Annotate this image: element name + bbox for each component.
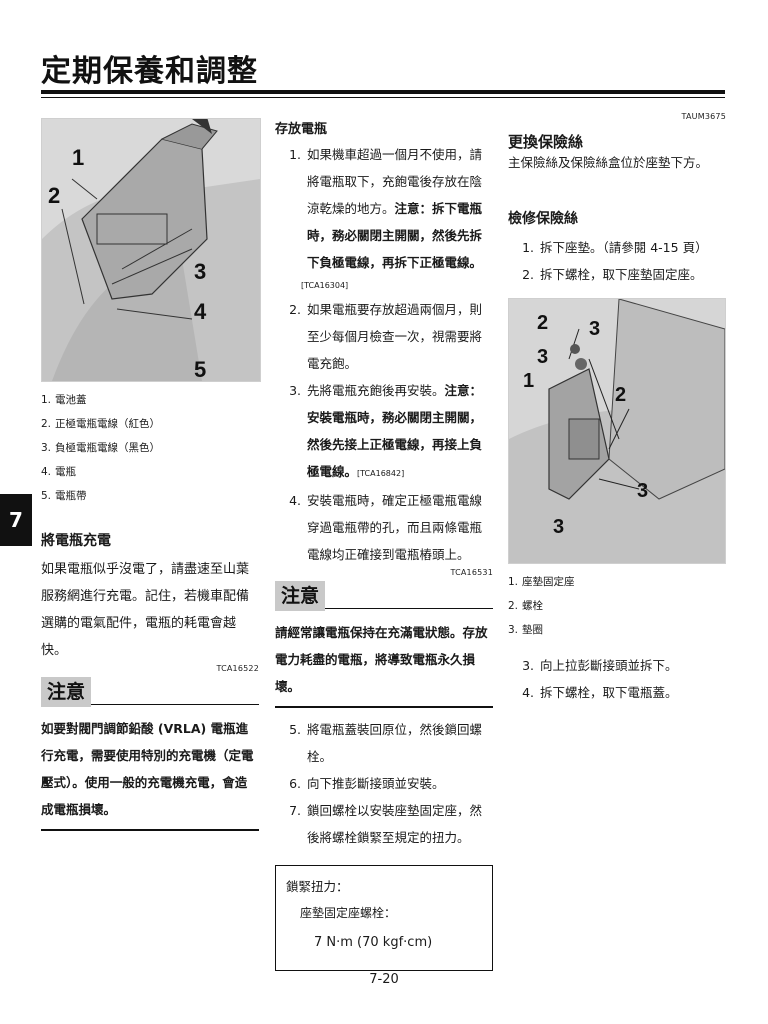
step-item: 7.鎖回螺栓以安裝座墊固定座，然後將螺栓鎖緊至規定的扭力。	[289, 803, 483, 845]
section-title: 存放電瓶	[275, 122, 328, 137]
step-item: 4. 安裝電瓶時，確定正極電瓶電線穿過電瓶帶的孔，而且兩條電瓶電線均正確接到電瓶…	[289, 493, 483, 562]
section-title: 將電瓶充電	[41, 533, 111, 549]
figure-callout: 1	[72, 145, 84, 170]
battery-figure: 1 2 3 4 5	[41, 118, 261, 382]
caution-text: 請經常讓電瓶保持在充滿電狀態。存放電力耗盡的電瓶，將導致電瓶永久損壞。	[275, 625, 488, 694]
caution-label: 注意	[275, 581, 326, 611]
torque-item: 座墊固定座螺栓：	[300, 906, 397, 920]
caution-label: 注意	[41, 677, 92, 707]
figure-callout: 5	[194, 357, 206, 382]
figure-callout: 1	[523, 370, 534, 392]
legend-item: 2.正極電瓶電線（紅色）	[41, 418, 160, 430]
step-item: 3.向上拉彭斷接頭並拆下。	[522, 658, 678, 673]
torque-value: 7 N·m (70 kgf·cm)	[314, 935, 433, 950]
step-item: 3. 先將電瓶充飽後再安裝。注意：安裝電瓶時，務必關閉主開關，然後先接上正極電線…	[289, 383, 483, 479]
legend-item: 2.螺栓	[508, 600, 543, 612]
caution-end-rule	[41, 829, 259, 831]
figure-callout: 3	[637, 480, 648, 502]
legend-item: 1.電池蓋	[41, 394, 87, 406]
install-steps: 5.將電瓶蓋裝回原位，然後鎖回螺栓。 6.向下推彭斷接頭並安裝。 7.鎖回螺栓以…	[275, 716, 493, 851]
reference-code: [TCA16304]	[301, 281, 349, 290]
section-body: 主保險絲及保險絲盒位於座墊下方。	[508, 155, 709, 170]
step-item: 1. 如果機車超過一個月不使用，請將電瓶取下，充飽電後存放在陰涼乾燥的地方。注意…	[289, 147, 483, 270]
page-number: 7-20	[369, 972, 399, 987]
step-item: 1.拆下座墊。（請參閱 4-15 頁）	[522, 240, 708, 255]
header-rule	[41, 90, 725, 94]
torque-spec-box: 鎖緊扭力： 座墊固定座螺栓： 7 N·m (70 kgf·cm)	[275, 865, 493, 971]
legend-item: 3.負極電瓶電線（黑色）	[41, 442, 160, 454]
figure-legend: 1.座墊固定座 2.螺栓 3.墊圈	[508, 570, 726, 642]
section-title: 檢修保險絲	[508, 211, 578, 227]
caution-header: 注意	[41, 677, 259, 707]
figure-callout: 3	[553, 516, 564, 538]
figure-callout: 3	[537, 346, 548, 368]
section-body: 如果電瓶似乎沒電了，請盡速至山葉服務網進行充電。記住，若機車配備選購的電氣配件，…	[41, 562, 250, 658]
page-title: 定期保養和調整	[41, 54, 258, 89]
chapter-tab: 7	[0, 494, 32, 546]
figure-callout: 2	[48, 183, 60, 208]
legend-item: 3.墊圈	[508, 624, 543, 636]
fuse-steps-continued: 3.向上拉彭斷接頭並拆下。 4.拆下螺栓，取下電瓶蓋。	[508, 652, 726, 706]
figure-callout: 3	[589, 318, 600, 340]
fuse-steps: 1.拆下座墊。（請參閱 4-15 頁） 2.拆下螺栓，取下座墊固定座。	[508, 234, 726, 288]
figure-callout: 3	[194, 259, 206, 284]
column-right: TAUM3675 更換保險絲 主保險絲及保險絲盒位於座墊下方。 檢修保險絲 1.…	[508, 112, 726, 706]
reference-code: TCA16531	[450, 568, 493, 577]
figure-legend: 1.電池蓋 2.正極電瓶電線（紅色） 3.負極電瓶電線（黑色） 4.電瓶 5.電…	[41, 388, 259, 508]
section-title: 更換保險絲	[508, 133, 584, 151]
torque-title: 鎖緊扭力：	[286, 879, 349, 894]
figure-callout: 2	[537, 312, 548, 334]
reference-code: TCA16522	[216, 664, 259, 673]
step-item: 4.拆下螺栓，取下電瓶蓋。	[522, 685, 678, 700]
figure-callout: 4	[194, 299, 207, 324]
step-item: 5.將電瓶蓋裝回原位，然後鎖回螺栓。	[289, 722, 483, 764]
column-middle: 存放電瓶 1. 如果機車超過一個月不使用，請將電瓶取下，充飽電後存放在陰涼乾燥的…	[275, 118, 493, 971]
caution-text: 如要對閥門調節鉛酸 (VRLA) 電瓶進行充電，需要使用特別的充電機（定電壓式）…	[41, 721, 254, 817]
step-item: 6.向下推彭斷接頭並安裝。	[289, 776, 445, 791]
legend-item: 4.電瓶	[41, 466, 76, 478]
column-left: 1 2 3 4 5 1.電池蓋 2.正極電瓶電線（紅色） 3.負極電瓶電線（黑色…	[41, 118, 261, 831]
caution-end-rule	[275, 706, 493, 708]
reference-code: TAUM3675	[681, 112, 726, 121]
seat-bracket-figure: 2 3 3 1 2 3 3	[508, 298, 726, 564]
legend-item: 1.座墊固定座	[508, 576, 575, 588]
caution-header: 注意	[275, 581, 493, 611]
legend-item: 5.電瓶帶	[41, 490, 87, 502]
step-item: 2.拆下螺栓，取下座墊固定座。	[522, 267, 703, 282]
storage-steps: 1. 如果機車超過一個月不使用，請將電瓶取下，充飽電後存放在陰涼乾燥的地方。注意…	[275, 141, 493, 276]
step-item: 2. 如果電瓶要存放超過兩個月，則至少每個月檢查一次，視需要將電充飽。	[289, 302, 483, 371]
figure-callout: 2	[615, 384, 626, 406]
header-rule-thin	[41, 97, 725, 98]
